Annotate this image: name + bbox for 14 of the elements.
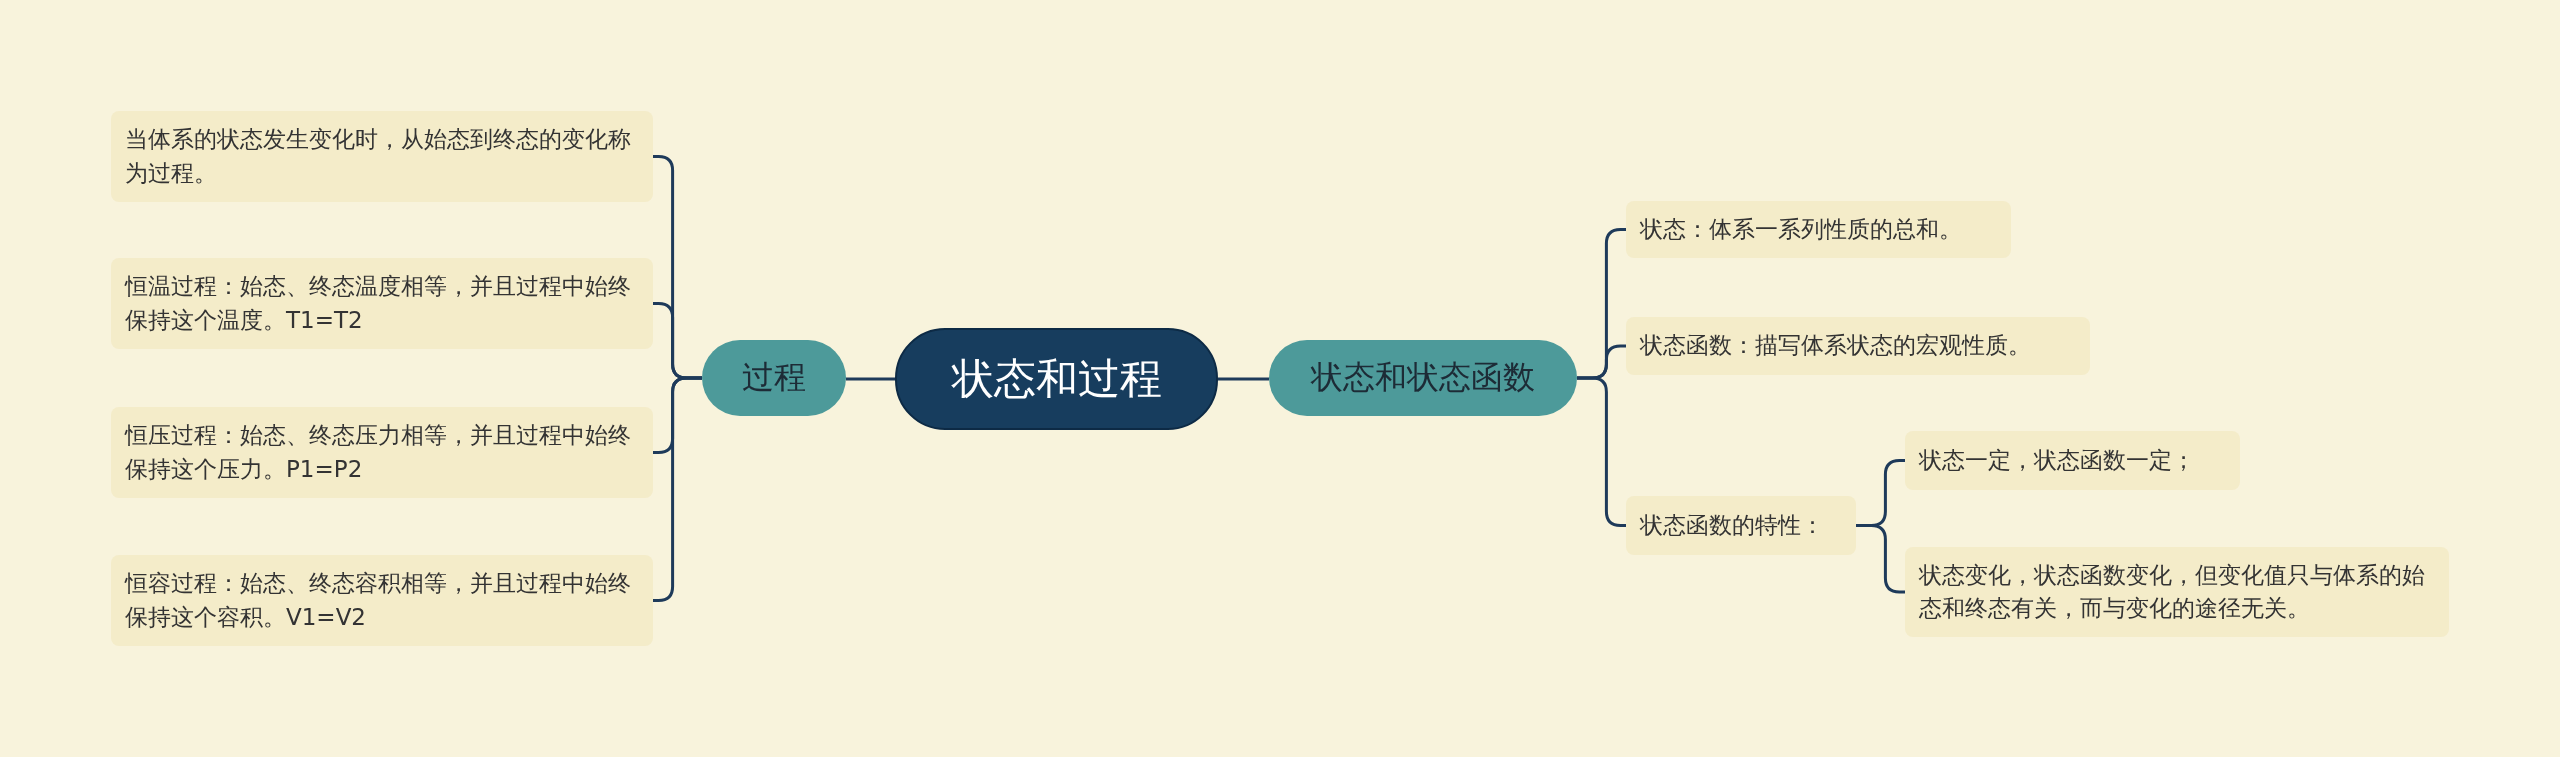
- connector-line: [846, 377, 895, 381]
- connector-line: [1218, 377, 1269, 381]
- root-node: 状态和过程: [895, 328, 1218, 430]
- leaf-node: 状态一定，状态函数一定；: [1905, 431, 2240, 490]
- leaf-node: 恒温过程：始态、终态温度相等，并且过程中始终保持这个温度。T1=T2: [111, 258, 653, 349]
- leaf-node: 当体系的状态发生变化时，从始态到终态的变化称为过程。: [111, 111, 653, 202]
- leaf-node: 状态：体系一系列性质的总和。: [1626, 201, 2011, 258]
- leaf-node: 状态变化，状态函数变化，但变化值只与体系的始态和终态有关，而与变化的途径无关。: [1905, 547, 2449, 637]
- leaf-node: 恒容过程：始态、终态容积相等，并且过程中始终保持这个容积。V1=V2: [111, 555, 653, 646]
- leaf-node: 状态函数的特性：: [1626, 496, 1856, 555]
- leaf-node: 状态函数：描写体系状态的宏观性质。: [1626, 317, 2090, 375]
- topic-node: 过程: [702, 340, 846, 416]
- leaf-node: 恒压过程：始态、终态压力相等，并且过程中始终保持这个压力。P1=P2: [111, 407, 653, 498]
- topic-node: 状态和状态函数: [1269, 340, 1577, 416]
